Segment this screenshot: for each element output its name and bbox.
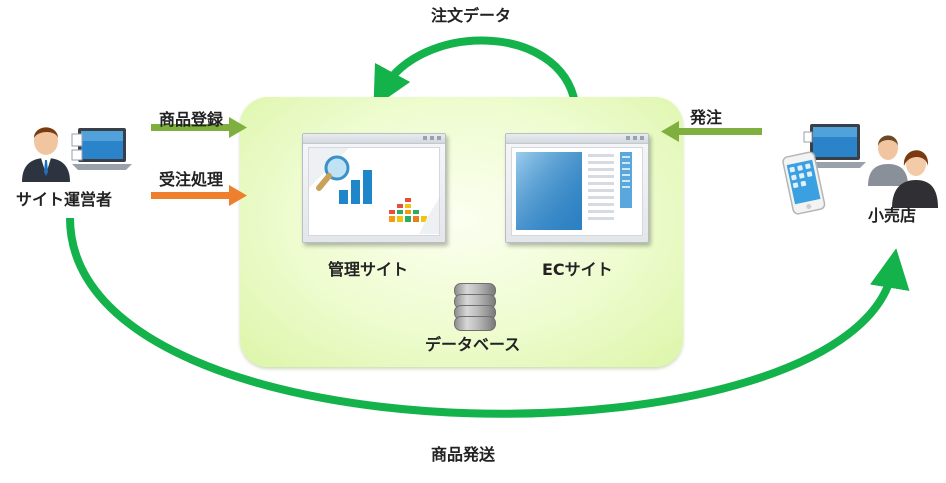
- product-registration-arrow: [151, 117, 247, 138]
- ec-site-label: ECサイト: [542, 260, 613, 279]
- analytics-icon: [309, 148, 439, 234]
- retailer-icon: [782, 124, 938, 215]
- admin-site-label: 管理サイト: [328, 260, 409, 279]
- product-shipping-label: 商品発送: [431, 445, 496, 464]
- operator-label: サイト運営者: [16, 190, 113, 209]
- ordering-arrow: [661, 121, 762, 142]
- window-titlebar: [506, 134, 648, 144]
- order-processing-label: 受注処理: [159, 170, 224, 189]
- ec-site-window: [505, 133, 649, 243]
- window-titlebar: [303, 134, 445, 144]
- retailer-label: 小売店: [868, 206, 917, 225]
- order-data-label: 注文データ: [431, 6, 512, 25]
- database-icon: [454, 283, 496, 331]
- admin-site-window: [302, 133, 446, 243]
- operator-icon: [22, 127, 132, 182]
- order-processing-arrow: [151, 185, 247, 206]
- ordering-label: 発注: [690, 108, 723, 127]
- ec-page: [511, 147, 643, 236]
- web-page-icon: [512, 148, 642, 234]
- admin-dashboard: [308, 147, 440, 236]
- order-data-arrow: [373, 36, 579, 108]
- database-label: データベース: [425, 335, 521, 354]
- product-registration-label: 商品登録: [159, 110, 224, 129]
- shipping-arrow: [66, 217, 910, 418]
